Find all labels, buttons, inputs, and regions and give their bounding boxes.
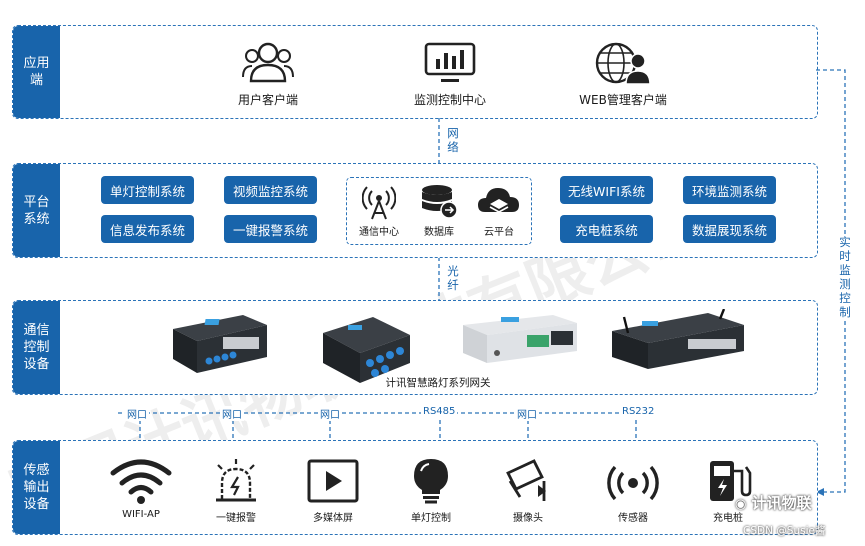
csdn-watermark: CSDN @Susie酱 <box>743 525 826 537</box>
one-key-alarm-label: 一键报警 <box>216 513 256 524</box>
environment-monitor-system[interactable]: 环境监测系统 <box>683 176 776 204</box>
one-key-alarm[interactable]: 一键报警 <box>201 457 271 524</box>
sensor-device[interactable]: 传感器 <box>598 457 668 524</box>
gateway-device-1[interactable] <box>163 311 273 381</box>
monitor-control-center-label: 监测控制中心 <box>413 93 486 107</box>
network-link-label: 网络 <box>447 126 459 154</box>
single-lamp-control-label: 单灯控制 <box>411 513 451 524</box>
application-tier: 应用端 用户客户端 监测控制中心 <box>12 25 818 119</box>
monitor-chart-icon <box>424 42 476 82</box>
sensor-tier: 传感输出设备 WIFI-AP 一键报警 多媒体屏 <box>12 440 818 535</box>
web-admin-client[interactable]: WEB管理客户端 <box>558 41 688 108</box>
communication-tier-label: 通信控制设备 <box>13 301 60 394</box>
cloud-platform[interactable]: 云平台 <box>469 184 529 238</box>
multimedia-screen-label: 多媒体屏 <box>313 513 353 524</box>
cloud-icon <box>478 188 519 213</box>
interface-label-6: RS232 <box>620 406 657 417</box>
brand-watermark: ◉ 计讯物联 <box>735 494 812 512</box>
sensor-tier-label: 传感输出设备 <box>13 441 60 534</box>
web-user-icon <box>595 42 651 85</box>
database-label: 数据库 <box>424 227 454 238</box>
single-lamp-control-system[interactable]: 单灯控制系统 <box>101 176 194 204</box>
realtime-monitor-label: 实时监测控制 <box>838 235 852 319</box>
gateway-device-2[interactable] <box>318 311 418 386</box>
camera-icon <box>506 459 546 501</box>
antenna-icon <box>362 186 396 220</box>
interface-label-2: 网口 <box>220 406 244 421</box>
users-icon <box>242 42 294 83</box>
monitor-control-center[interactable]: 监测控制中心 <box>395 41 505 108</box>
wireless-wifi-system[interactable]: 无线WIFI系统 <box>560 176 653 204</box>
web-admin-client-label: WEB管理客户端 <box>579 93 667 107</box>
one-key-alarm-system[interactable]: 一键报警系统 <box>224 215 317 243</box>
multimedia-screen[interactable]: 多媒体屏 <box>298 457 368 524</box>
wechat-icon: ◉ <box>735 497 747 512</box>
alarm-icon <box>216 459 256 502</box>
media-screen-icon <box>307 459 359 503</box>
platform-tier-label: 平台系统 <box>13 164 60 257</box>
wifi-ap-label: WIFI-AP <box>122 509 160 520</box>
application-tier-label: 应用端 <box>13 26 60 118</box>
charger-icon <box>710 461 752 501</box>
interface-label-1: 网口 <box>125 406 149 421</box>
gateway-device-4[interactable] <box>608 309 748 375</box>
camera-label: 摄像头 <box>513 513 543 524</box>
wifi-icon <box>110 459 172 504</box>
single-lamp-control[interactable]: 单灯控制 <box>396 457 466 524</box>
video-surveillance-system[interactable]: 视频监控系统 <box>224 176 317 204</box>
fiber-link-label: 光纤 <box>447 264 459 292</box>
data-display-system[interactable]: 数据展现系统 <box>683 215 776 243</box>
info-publish-system[interactable]: 信息发布系统 <box>101 215 194 243</box>
camera[interactable]: 摄像头 <box>493 457 563 524</box>
charging-pile[interactable]: 充电桩 <box>693 457 763 524</box>
wifi-ap[interactable]: WIFI-AP <box>106 457 176 520</box>
communication-center-label: 通信中心 <box>359 227 399 238</box>
communication-tier: 通信控制设备 计讯智慧路灯系列网关 <box>12 300 818 395</box>
sensor-device-label: 传感器 <box>618 513 648 524</box>
gateway-caption: 计讯智慧路灯系列网关 <box>385 377 491 389</box>
bulb-icon <box>414 459 448 504</box>
database-icon <box>422 185 458 219</box>
charging-pile-system[interactable]: 充电桩系统 <box>560 215 653 243</box>
platform-tier: 平台系统 单灯控制系统 视频监控系统 信息发布系统 一键报警系统 通信中心 <box>12 163 818 258</box>
charging-pile-label: 充电桩 <box>713 513 743 524</box>
platform-core-box: 通信中心 数据库 云平台 <box>346 177 532 245</box>
sensor-icon <box>607 465 659 501</box>
user-client[interactable]: 用户客户端 <box>218 41 318 108</box>
database[interactable]: 数据库 <box>409 184 469 238</box>
user-client-label: 用户客户端 <box>237 93 298 107</box>
communication-center[interactable]: 通信中心 <box>349 184 409 238</box>
gateway-device-3[interactable] <box>461 313 581 371</box>
cloud-platform-label: 云平台 <box>484 227 514 238</box>
interface-label-5: 网口 <box>515 406 539 421</box>
interface-label-3: 网口 <box>318 406 342 421</box>
interface-label-4: RS485 <box>421 406 458 417</box>
